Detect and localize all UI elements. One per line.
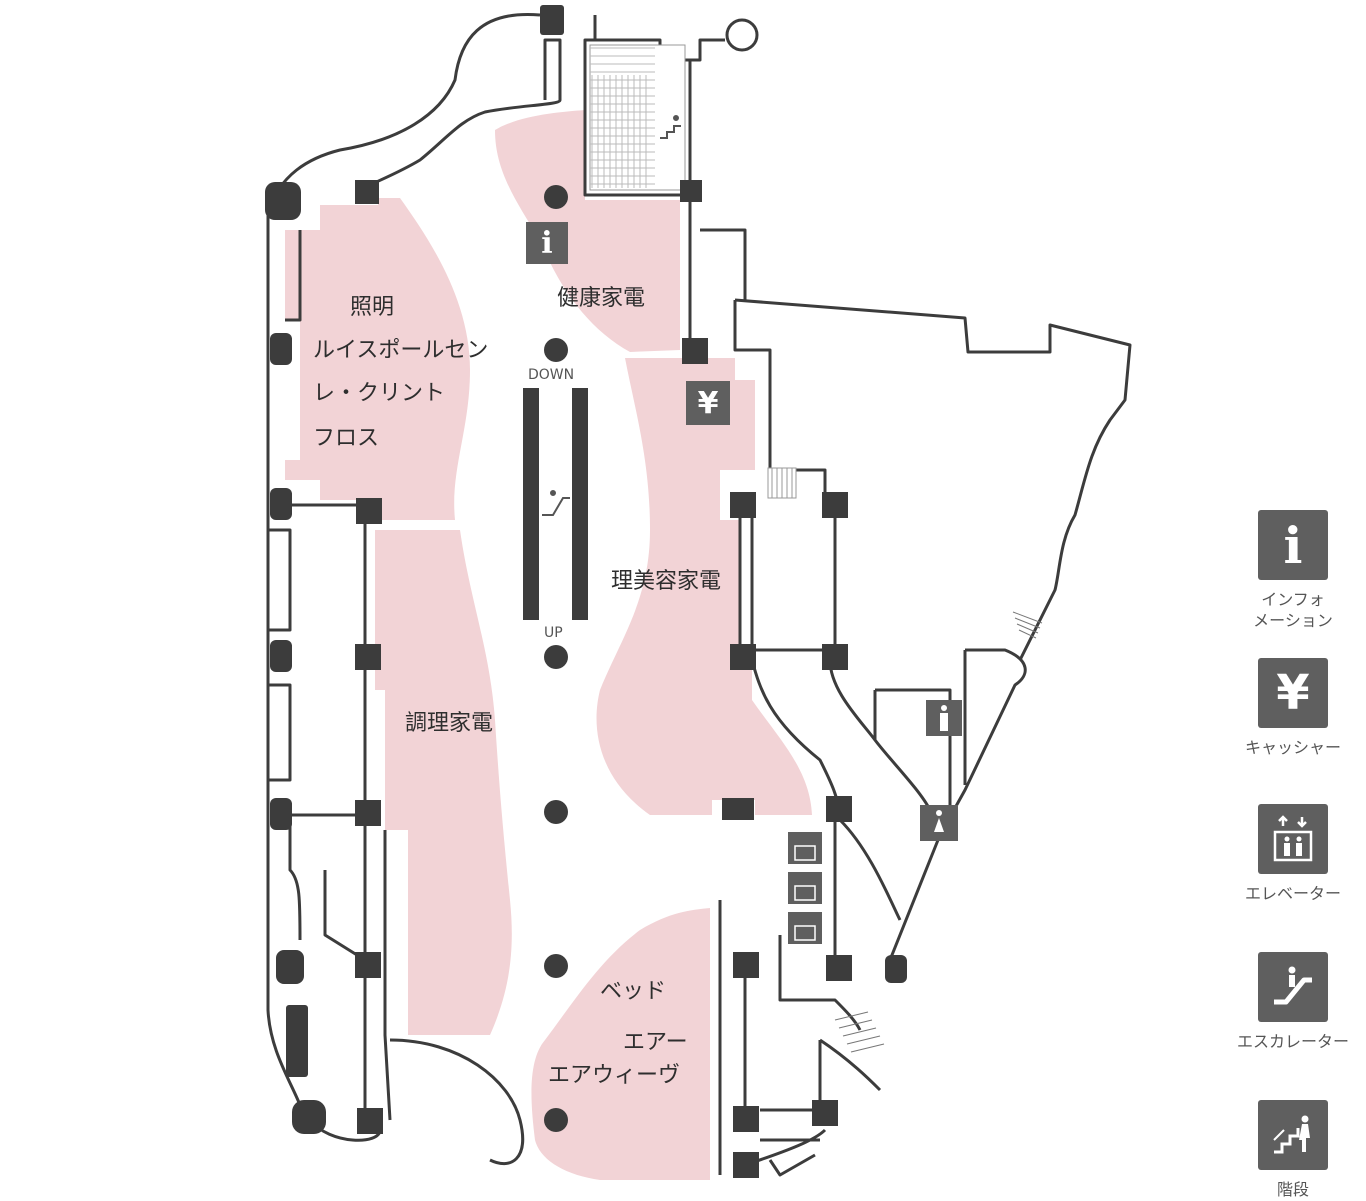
- stairs-mark: [660, 115, 681, 139]
- legend-stairs: 階段: [1220, 1100, 1366, 1201]
- legend-escalator: エスカレーター: [1220, 952, 1366, 1053]
- pillar-round: [725, 18, 759, 52]
- yen-icon: ¥: [1258, 658, 1328, 728]
- escalator-up-label: UP: [544, 625, 563, 641]
- legend-cashier: ¥ キャッシャー: [1220, 658, 1366, 759]
- legend-info: i インフォ メーション: [1220, 510, 1366, 632]
- elevators: [788, 832, 822, 944]
- zone-cooking: [375, 530, 512, 1035]
- escalator-down-label: DOWN: [528, 367, 575, 383]
- zone-label-lighting-1[interactable]: 照明: [350, 295, 395, 320]
- pillars: [265, 5, 907, 1178]
- legend-stairs-label: 階段: [1276, 1180, 1309, 1199]
- columns: [544, 185, 568, 1132]
- yen-glyph: ¥: [697, 385, 719, 421]
- zone-label-bed-1[interactable]: ベッド: [600, 979, 667, 1004]
- staircase-right: [834, 611, 1043, 1053]
- escalator: [523, 388, 588, 620]
- zone-label-bed-3[interactable]: エアウィーヴ: [548, 1063, 681, 1088]
- info-icon-map[interactable]: i: [526, 222, 568, 264]
- escalator-icon: [1258, 952, 1328, 1022]
- staircase-small: [767, 467, 797, 499]
- zone-lighting: [285, 198, 470, 520]
- legend-elevator: エレベーター: [1220, 804, 1366, 905]
- info-glyph: i: [1283, 515, 1303, 575]
- floor-walls: [266, 12, 1132, 1177]
- zone-health: [495, 110, 680, 352]
- zone-areas: [285, 110, 812, 1180]
- stairs-glyph: [1273, 1115, 1310, 1154]
- zone-label-cooking[interactable]: 調理家電: [405, 711, 494, 736]
- zone-beauty: [596, 358, 812, 815]
- elevator-glyph: [1273, 815, 1313, 862]
- yen-glyph: ¥: [1276, 665, 1310, 721]
- escalator-glyph: [1274, 966, 1312, 1005]
- zone-label-lighting-2[interactable]: ルイスポールセン: [313, 338, 489, 363]
- staircase-top: [589, 44, 686, 191]
- info-icon: i: [1258, 510, 1328, 580]
- legend-cashier-label: キャッシャー: [1244, 738, 1341, 757]
- zone-label-bed-2[interactable]: エアー: [623, 1030, 688, 1055]
- escalator-mark: [542, 490, 570, 516]
- info-glyph: i: [541, 225, 553, 261]
- legend-info-label: インフォ メーション: [1253, 590, 1333, 630]
- zone-label-lighting-4[interactable]: フロス: [313, 426, 380, 451]
- restroom-icons: [920, 700, 962, 841]
- stairs-icon: [1258, 1100, 1328, 1170]
- cashier-icon-map[interactable]: ¥: [686, 381, 730, 425]
- zone-label-beauty[interactable]: 理美容家電: [611, 569, 722, 594]
- zone-label-lighting-3[interactable]: レ・クリント: [313, 381, 446, 406]
- legend-elevator-label: エレベーター: [1244, 884, 1341, 903]
- elevator-icon: [1258, 804, 1328, 874]
- zone-bed: [531, 908, 710, 1180]
- legend-escalator-label: エスカレーター: [1236, 1032, 1349, 1051]
- zone-label-health[interactable]: 健康家電: [557, 286, 646, 311]
